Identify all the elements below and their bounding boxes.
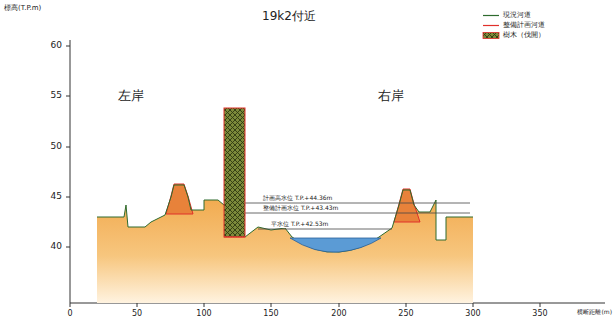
legend-item: 現況河道: [482, 12, 531, 20]
tick-label: 350: [532, 310, 547, 319]
tick-label: 60: [51, 41, 62, 51]
tick-label: 150: [263, 310, 278, 319]
water-level-lines: [238, 203, 470, 229]
tick-label: 200: [331, 310, 346, 319]
legend-text: 現況河道: [503, 12, 531, 20]
current-channel-line: [97, 185, 473, 252]
tick-label: 100: [196, 310, 211, 319]
water-level-label: 整備計画水位 T.P.+43.43m: [262, 205, 339, 212]
legend-sample: [482, 32, 500, 39]
legend-text: 樹木（伐開）: [503, 32, 545, 40]
tick-label: 0: [67, 310, 72, 319]
water-level-label: 平水位 T.P.+42.53m: [270, 221, 329, 228]
planned-levee: [394, 189, 420, 222]
water-level-label: 計画高水位 T.P.+44.36m: [262, 195, 333, 202]
legend-sample: [482, 22, 500, 29]
tick-label: 250: [398, 310, 413, 319]
axis-title: 横断距離(m): [577, 309, 612, 316]
tick-label: 50: [132, 310, 142, 319]
tick-label: 50: [51, 142, 62, 152]
bank-label: 左岸: [118, 89, 144, 103]
tick-label: 40: [51, 242, 62, 252]
planned-excavation: [224, 237, 245, 238]
legend-sample: [482, 12, 500, 19]
chart-title: 19k2付近: [262, 10, 316, 23]
bank-label: 右岸: [378, 89, 404, 103]
water: [290, 238, 381, 252]
tree-clearing: [224, 108, 245, 237]
axes: [66, 40, 605, 307]
tick-label: 300: [465, 310, 480, 319]
tick-label: 55: [51, 91, 62, 101]
ground: [97, 185, 473, 303]
legend-item: 整備計画河道: [482, 22, 545, 30]
tick-label: 45: [51, 192, 62, 202]
legend-item: 樹木（伐開）: [482, 32, 545, 40]
legend-text: 整備計画河道: [503, 22, 545, 30]
axis-title: 標高(T.P.m): [4, 5, 41, 13]
